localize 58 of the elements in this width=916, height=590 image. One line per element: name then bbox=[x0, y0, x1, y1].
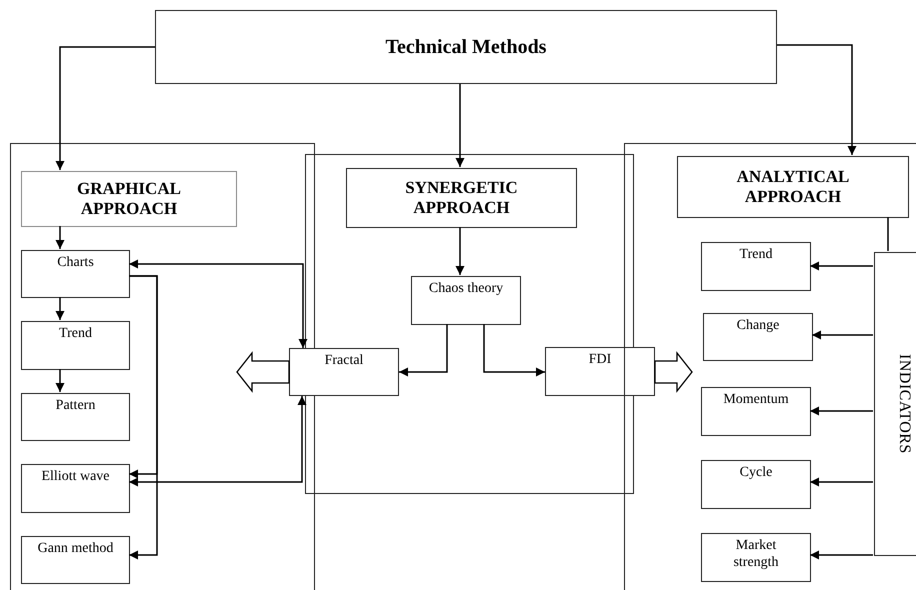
node-label: Chaos theory bbox=[428, 281, 504, 298]
node-label: Fractal bbox=[324, 353, 364, 370]
node-label: GRAPHICAL APPROACH bbox=[76, 179, 182, 219]
node-label: Charts bbox=[57, 255, 94, 272]
arrow bbox=[456, 84, 464, 167]
arrow bbox=[129, 260, 308, 348]
method-box bbox=[21, 250, 130, 298]
block-arrow bbox=[654, 351, 693, 393]
approach-box bbox=[677, 156, 909, 218]
method-box bbox=[411, 276, 521, 325]
approach-box bbox=[346, 168, 577, 228]
method-box bbox=[701, 387, 811, 436]
method-box bbox=[701, 242, 811, 291]
group-panel bbox=[624, 143, 916, 590]
node-label: Change bbox=[736, 318, 780, 335]
method-box bbox=[289, 348, 399, 396]
arrow bbox=[812, 330, 873, 340]
node-label: Momentum bbox=[723, 392, 789, 409]
arrow bbox=[56, 369, 64, 392]
arrow bbox=[777, 44, 856, 155]
arrow bbox=[810, 406, 873, 416]
method-box bbox=[21, 393, 130, 441]
approach-box bbox=[21, 171, 237, 227]
node-label: Market strength bbox=[732, 538, 780, 572]
group-panel bbox=[10, 143, 315, 590]
node-label: Technical Methods bbox=[386, 36, 546, 58]
node-label: Cycle bbox=[740, 465, 772, 482]
node-label: Trend bbox=[59, 326, 92, 343]
arrow bbox=[810, 478, 873, 486]
node-label: ANALYTICAL APPROACH bbox=[736, 167, 850, 207]
arrow bbox=[399, 324, 448, 376]
arrow bbox=[56, 46, 155, 170]
arrow bbox=[129, 275, 158, 560]
node-label: INDICATORS bbox=[895, 354, 913, 454]
arrow bbox=[810, 262, 873, 270]
node-label: Gann method bbox=[38, 541, 114, 558]
node-label: Elliott wave bbox=[41, 469, 110, 486]
node-label: Pattern bbox=[56, 398, 96, 415]
arrow bbox=[56, 297, 64, 320]
method-box bbox=[21, 536, 130, 584]
indicators-box bbox=[874, 252, 916, 556]
arrow bbox=[456, 227, 464, 275]
method-box bbox=[21, 321, 130, 370]
arrow bbox=[483, 324, 545, 376]
group-panel bbox=[305, 154, 634, 494]
method-box bbox=[21, 464, 130, 513]
node-label: SYNERGETIC APPROACH bbox=[404, 178, 519, 218]
node-label: FDI bbox=[588, 352, 612, 369]
method-box bbox=[701, 460, 811, 509]
node-label: Trend bbox=[740, 247, 772, 264]
block-arrow bbox=[236, 351, 290, 393]
method-box bbox=[703, 313, 813, 361]
arrow bbox=[56, 226, 64, 249]
method-box bbox=[545, 347, 655, 396]
arrow bbox=[129, 396, 306, 486]
method-box bbox=[701, 533, 811, 582]
title-box bbox=[155, 10, 777, 84]
arrow bbox=[810, 550, 873, 560]
